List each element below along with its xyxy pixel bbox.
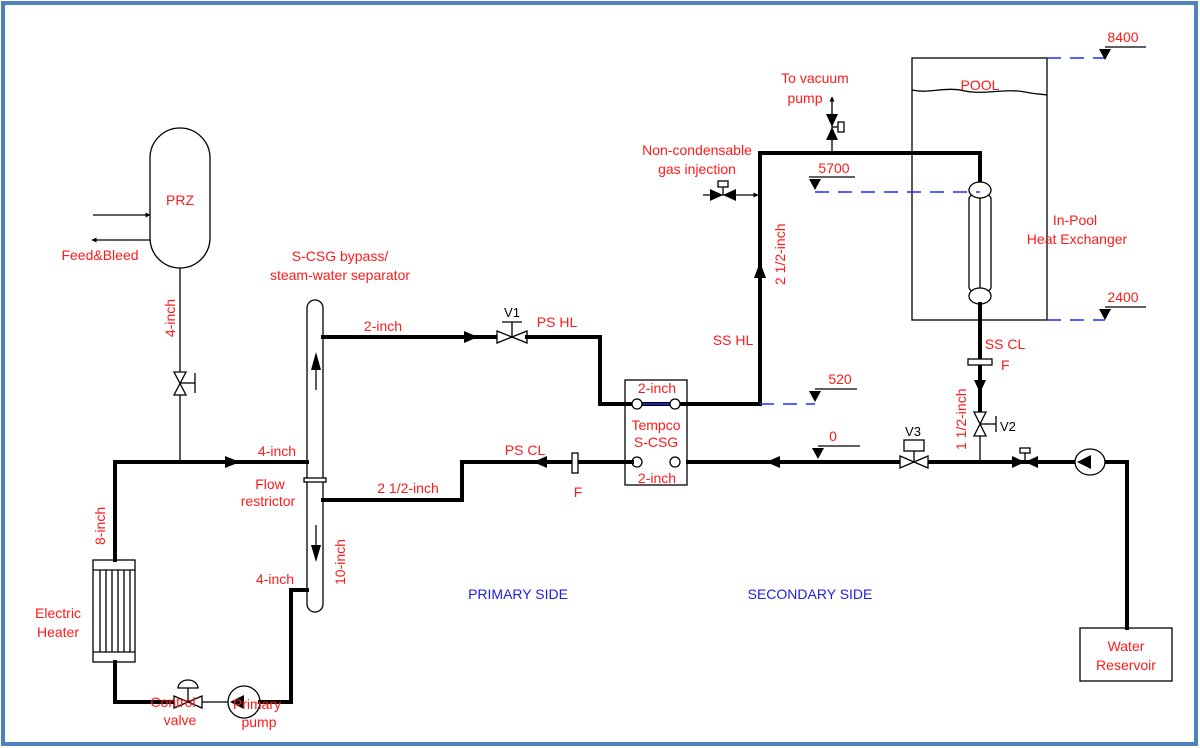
- flowmeter-secondary: [967, 358, 993, 366]
- restrictor-label-1: Flow: [255, 476, 285, 492]
- reservoir-label-2: Reservoir: [1096, 657, 1156, 673]
- elevation-5700: 5700: [809, 160, 980, 193]
- ss-hl-label: SS HL: [713, 332, 754, 348]
- up-arrow-icon: [311, 352, 321, 370]
- flowmeter-secondary-label: F: [1001, 357, 1010, 373]
- restrictor-label-2: restrictor: [241, 493, 296, 509]
- flowmeter-primary-label: F: [574, 484, 583, 500]
- feed-pump-icon[interactable]: [1074, 448, 1106, 476]
- tempco-label-2: S-CSG: [634, 434, 678, 450]
- in-pool-heat-exchanger: [968, 181, 992, 305]
- hx-label-2: Heat Exchanger: [1027, 231, 1128, 247]
- separator-label-2: steam-water separator: [270, 267, 410, 283]
- v1-label: V1: [504, 305, 520, 320]
- elevation-label: 5700: [818, 160, 849, 176]
- prz-label: PRZ: [166, 192, 194, 208]
- hot-leg-size: 4-inch: [258, 443, 296, 459]
- tempco-label-1: Tempco: [631, 417, 680, 433]
- flow-restrictor: [303, 477, 327, 483]
- valve-v3[interactable]: [899, 439, 929, 469]
- electric-heater: [92, 559, 136, 663]
- flowmeter-primary: [571, 452, 579, 474]
- v2-label: V2: [1000, 419, 1016, 434]
- tempco-top-size: 2-inch: [638, 380, 676, 396]
- tempco-bottom-size: 2-inch: [638, 470, 676, 486]
- flow-arrow: [225, 456, 240, 468]
- feed-bleed-lines: Feed&Bleed: [61, 212, 151, 263]
- prz-hand-valve[interactable]: [172, 371, 196, 396]
- elevation-2400: 2400: [1047, 289, 1146, 321]
- down-arrow-icon: [311, 545, 321, 562]
- gas-injection-label-1: Non-condensable: [642, 142, 752, 158]
- control-valve[interactable]: [173, 679, 203, 709]
- elevation-label: 0: [829, 428, 837, 444]
- secondary-feed-line: [686, 460, 1129, 630]
- ps-cl-label: PS CL: [505, 442, 546, 458]
- vacuum-valve[interactable]: [826, 96, 845, 153]
- pump-label-2: pump: [241, 714, 276, 730]
- elevation-label: 2400: [1107, 289, 1138, 305]
- steam-water-separator: [303, 299, 327, 613]
- return-line-size: 2 1/2-inch: [377, 480, 438, 496]
- elevation-label: 8400: [1107, 29, 1138, 45]
- ss-cl-size: 1 1/2-inch: [953, 389, 969, 450]
- separator-size: 10-inch: [332, 539, 348, 585]
- elevation-0: 0: [812, 428, 860, 459]
- valve-v2[interactable]: [972, 411, 997, 462]
- pump-discharge-line: [258, 588, 309, 704]
- pool-label: POOL: [961, 77, 1000, 93]
- pressurizer: PRZ: [149, 127, 211, 269]
- pump-discharge-size: 4-inch: [256, 571, 294, 587]
- gas-injection-valve[interactable]: [703, 180, 759, 201]
- ps-cl-line: [321, 460, 634, 502]
- control-valve-label-2: valve: [164, 712, 197, 728]
- control-valve-label-1b: Control: [150, 694, 195, 710]
- heater-label-1: Electric: [35, 605, 81, 621]
- primary-hot-leg: [113, 460, 309, 562]
- vacuum-label-1: To vacuum: [781, 70, 849, 86]
- elevation-520: 520: [760, 371, 857, 405]
- primary-cold-leg: [113, 660, 176, 704]
- prz-line-size: 4-inch: [162, 299, 178, 337]
- reservoir-label-1: Water: [1108, 638, 1145, 654]
- gas-injection-label-2: gas injection: [658, 161, 736, 177]
- elevation-label: 520: [828, 371, 852, 387]
- ss-cl-label: SS CL: [985, 336, 1026, 352]
- heater-riser-size: 8-inch: [92, 507, 108, 545]
- heater-label-2: Heater: [37, 624, 79, 640]
- v3-label: V3: [905, 424, 921, 439]
- vacuum-label-2: pump: [787, 90, 822, 106]
- primary-side-label: PRIMARY SIDE: [468, 586, 568, 602]
- separator-label-1: S-CSG bypass/: [292, 248, 389, 264]
- steam-line-size: 2-inch: [364, 318, 402, 334]
- pump-label-1: Primary: [233, 696, 281, 712]
- tempco-s-csg: [624, 379, 688, 486]
- feed-bleed-label: Feed&Bleed: [61, 247, 138, 263]
- valve-v1[interactable]: [496, 321, 528, 344]
- ss-hl-size: 2 1/2-inch: [772, 224, 788, 285]
- ps-hl-label: PS HL: [537, 314, 578, 330]
- primary-pump-icon[interactable]: [227, 685, 261, 719]
- water-reservoir: Water Reservoir: [1079, 627, 1173, 682]
- check-valve[interactable]: [1012, 447, 1038, 468]
- hx-label-1: In-Pool: [1053, 212, 1097, 228]
- secondary-side-label: SECONDARY SIDE: [748, 586, 873, 602]
- elevation-8400: 8400: [1047, 29, 1146, 60]
